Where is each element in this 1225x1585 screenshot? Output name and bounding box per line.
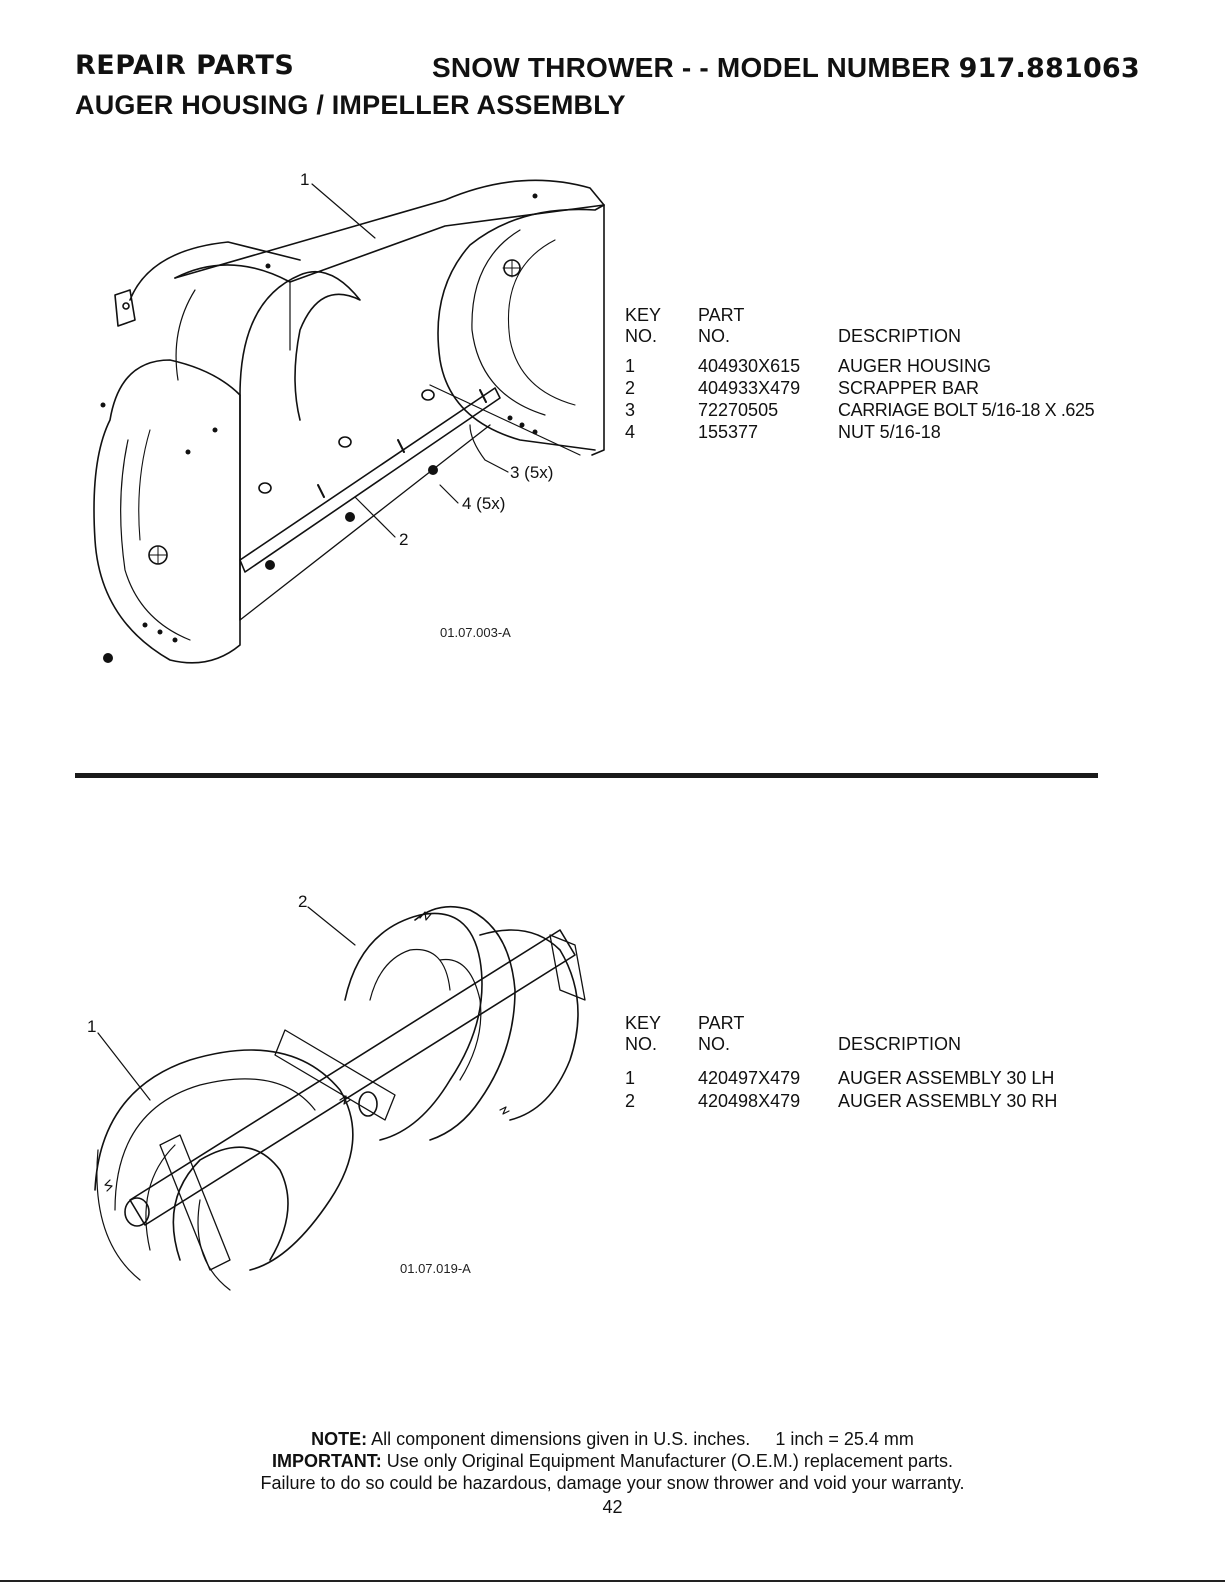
key-no-header: KEY NO. xyxy=(625,305,662,346)
callout-3: 3 (5x) xyxy=(510,463,554,482)
parts-table-housing: KEY NO. PART NO. DESCRIPTION 1 404930X61… xyxy=(625,305,1095,442)
callout-4: 4 (5x) xyxy=(462,494,506,513)
description-header: DESCRIPTION xyxy=(838,1034,962,1054)
parts-table-augers: KEY NO. PART NO. DESCRIPTION 1 420497X47… xyxy=(625,1013,1058,1111)
description-header: DESCRIPTION xyxy=(838,326,962,346)
callout-1: 1 xyxy=(300,170,310,189)
dimension-note: NOTE: All component dimensions given in … xyxy=(311,1429,914,1449)
model-heading: SNOW THROWER - - MODEL NUMBER 917.881063 xyxy=(432,52,1140,84)
section-divider xyxy=(75,773,1098,778)
figure-code: 01.07.003-A xyxy=(440,625,511,640)
callout-2: 2 xyxy=(399,530,409,549)
part-no-header: PART NO. xyxy=(698,1013,745,1054)
callout-2: 2 xyxy=(298,892,308,911)
section-title: REPAIR PARTS xyxy=(75,50,295,81)
model-number: 917.881063 xyxy=(958,53,1140,84)
warranty-warning: Failure to do so could be hazardous, dam… xyxy=(260,1473,965,1493)
page-bottom-edge xyxy=(0,1580,1225,1582)
model-heading-prefix: SNOW THROWER - - MODEL NUMBER xyxy=(432,52,951,83)
key-no-header: KEY NO. xyxy=(625,1013,662,1054)
callout-1: 1 xyxy=(87,1017,97,1036)
footer-notes: NOTE: All component dimensions given in … xyxy=(0,1428,1225,1494)
important-note: IMPORTANT: Use only Original Equipment M… xyxy=(272,1451,953,1471)
page-number: 42 xyxy=(602,1497,623,1517)
figure-code: 01.07.019-A xyxy=(400,1261,471,1276)
assembly-title: AUGER HOUSING / IMPELLER ASSEMBLY xyxy=(75,90,626,120)
part-no-header: PART NO. xyxy=(698,305,745,346)
